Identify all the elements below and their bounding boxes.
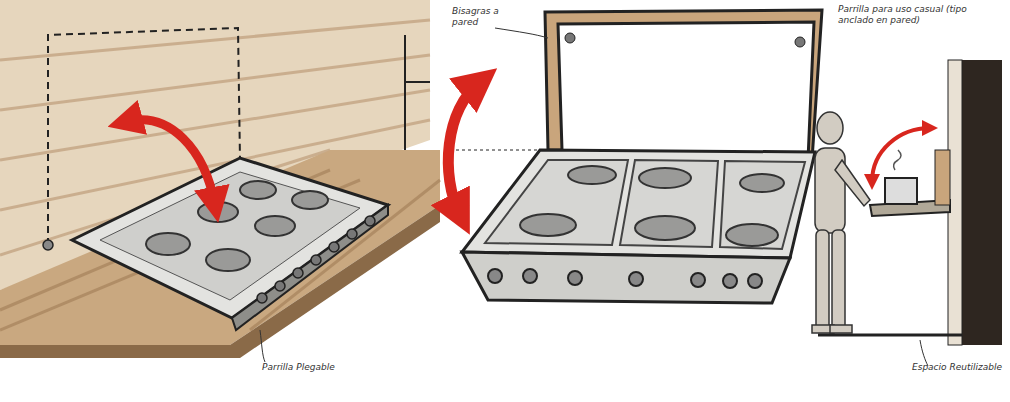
part-label: Bisagras a pared	[452, 6, 500, 28]
wall-fixing	[565, 33, 575, 43]
note-label: Parrilla para uso casual (tipo anclado e…	[838, 4, 968, 26]
grate-sections	[485, 160, 805, 249]
human-figure	[812, 112, 870, 333]
left-stove-top	[72, 158, 388, 318]
lid-frame	[545, 10, 822, 160]
wall-corner	[404, 35, 406, 150]
stove-front	[462, 252, 790, 303]
floor-line	[818, 334, 962, 337]
countertop	[0, 150, 440, 345]
use-arrow	[872, 128, 930, 182]
left-knobs	[257, 216, 375, 303]
steam	[894, 150, 901, 170]
wall-section	[962, 60, 1002, 345]
folded-lid	[935, 150, 950, 205]
part-label: Parrilla Plegable	[262, 362, 372, 373]
left-burners	[146, 181, 328, 271]
knobs	[488, 269, 762, 288]
burners	[520, 166, 784, 246]
wall-line	[450, 150, 545, 151]
hinge-arrow	[448, 82, 480, 215]
wall-corner	[405, 81, 430, 83]
hinge	[43, 240, 53, 250]
stove-top	[462, 150, 815, 258]
pot	[885, 178, 917, 204]
fold-arrow	[125, 120, 215, 205]
leader-line	[260, 330, 265, 362]
part-label: Espacio Reutilizable	[912, 362, 1007, 373]
wood-grain	[0, 20, 430, 255]
left-stove-grate	[100, 172, 360, 300]
wall-fixing	[795, 37, 805, 47]
leader-line	[495, 28, 548, 38]
